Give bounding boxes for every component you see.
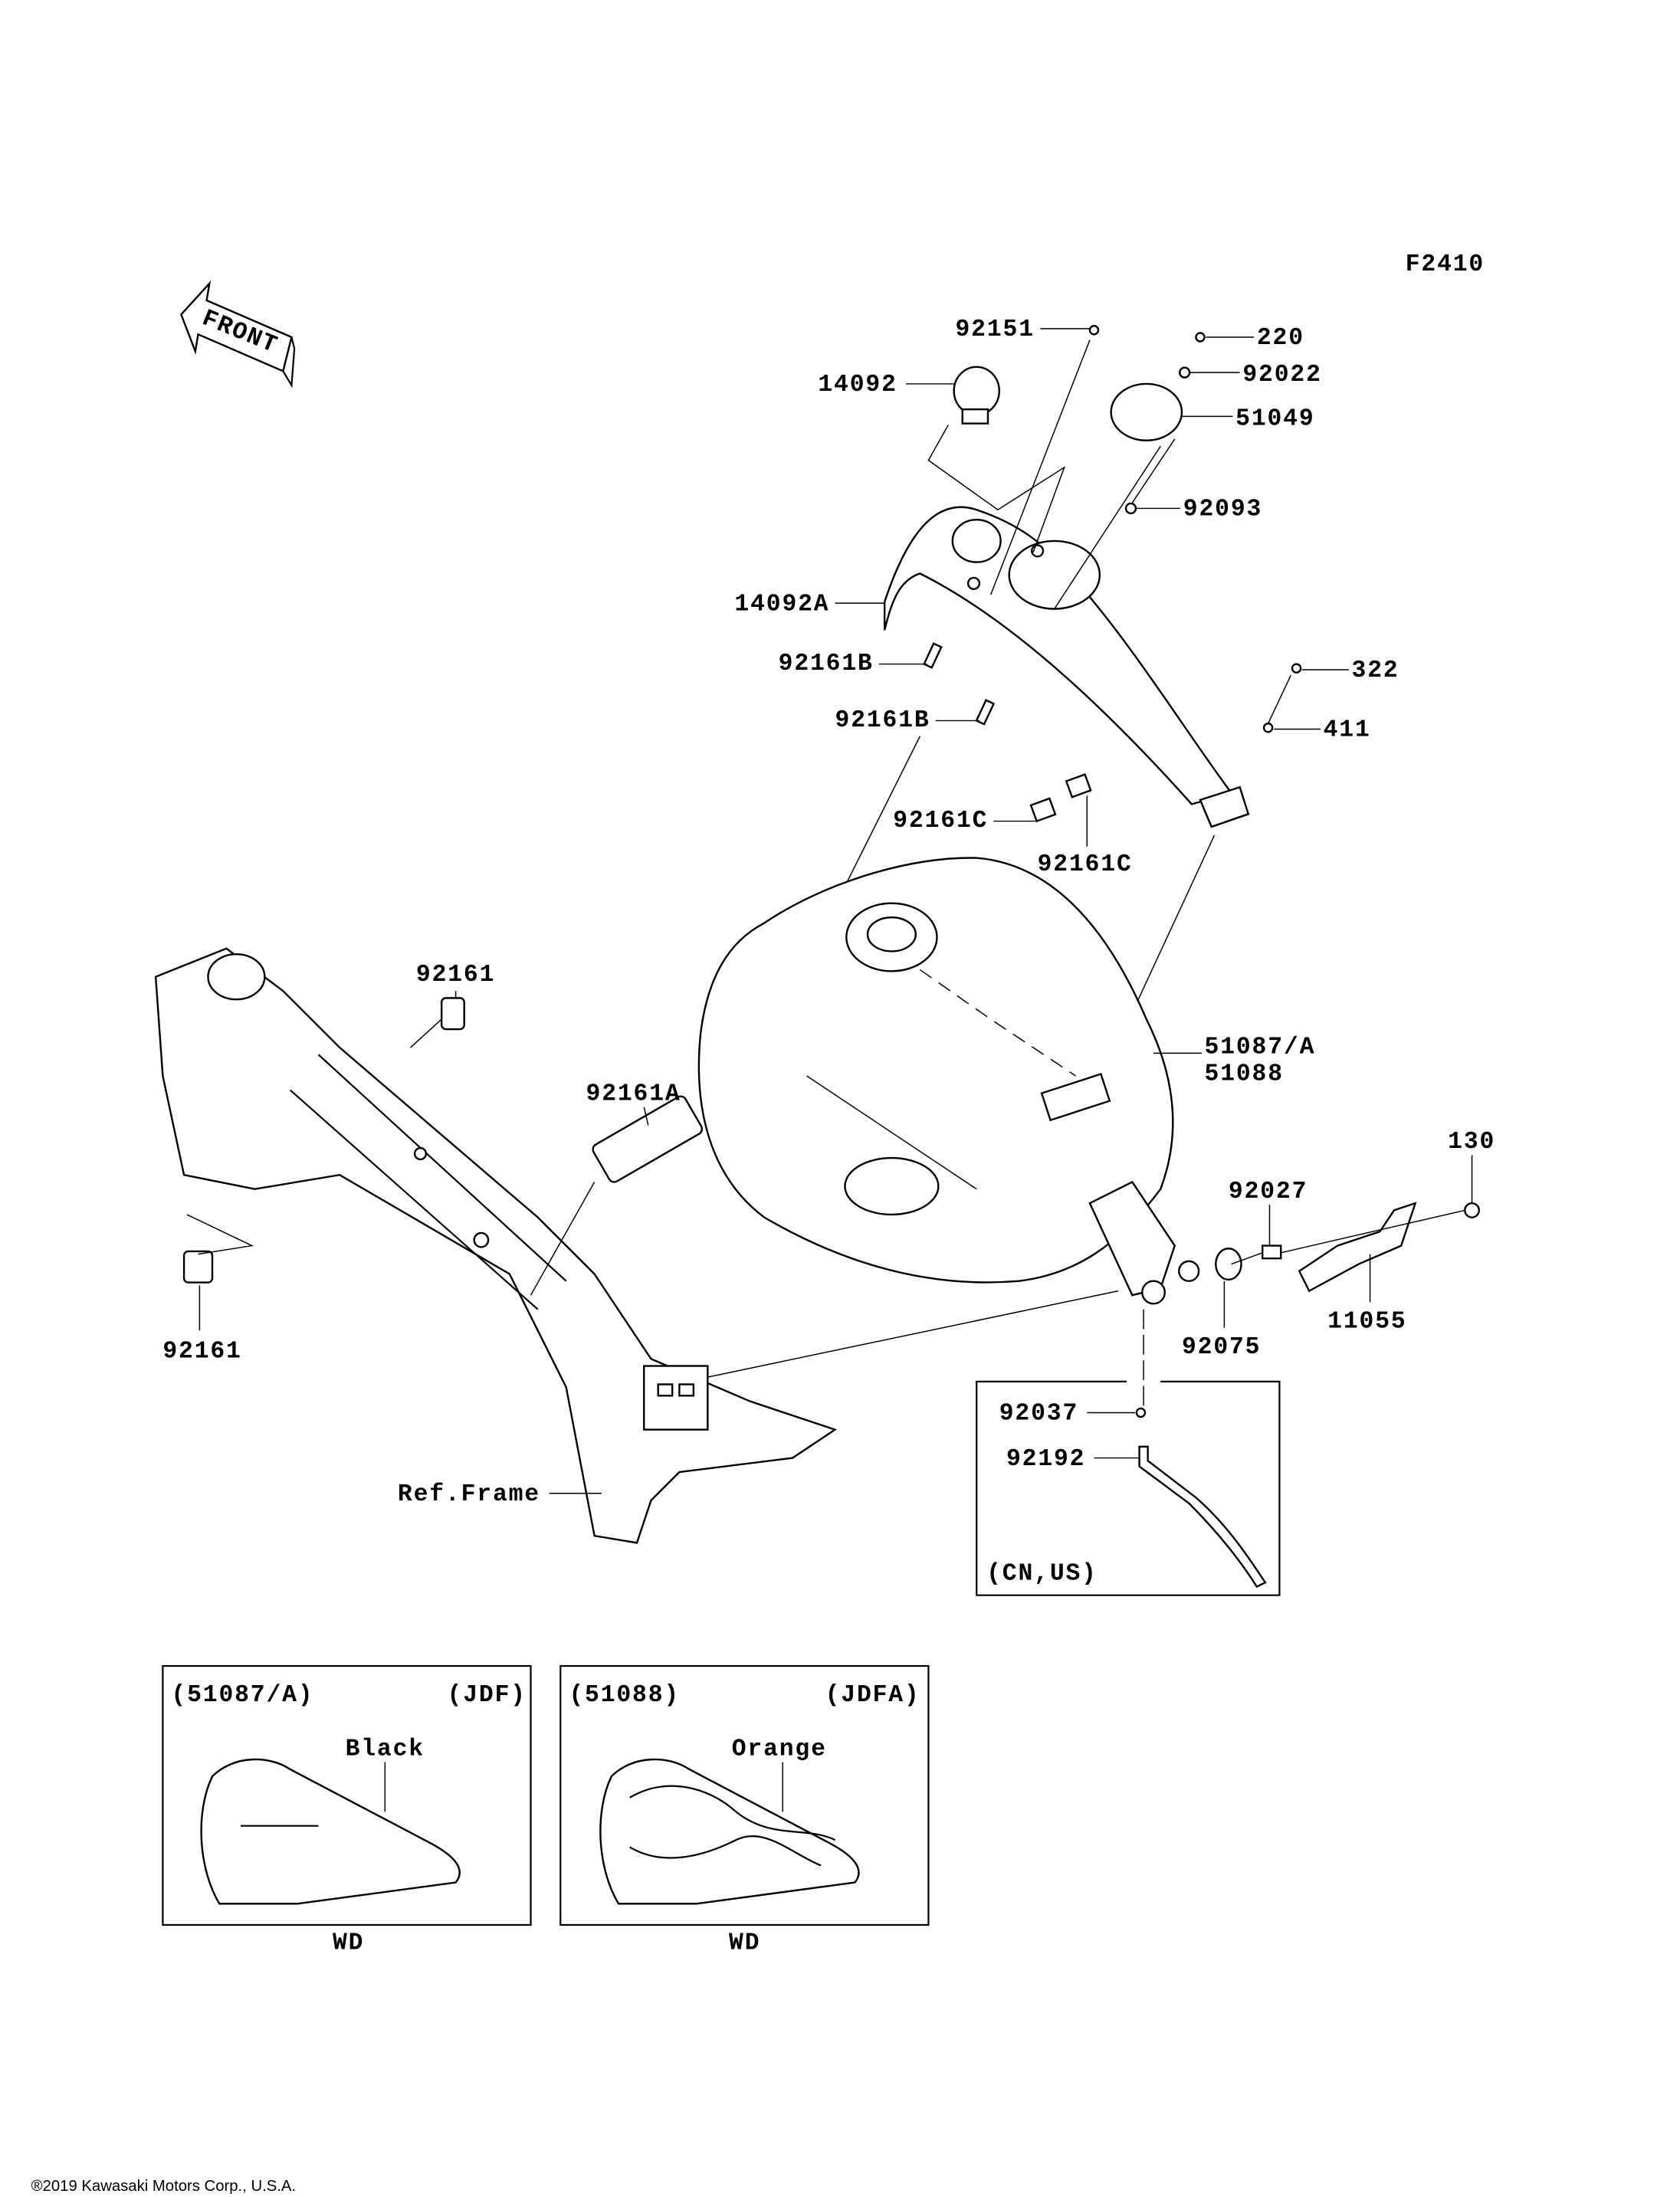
- callout-92151: 92151: [956, 316, 1035, 343]
- cap-51049: [1110, 382, 1183, 441]
- callout-92161B: 92161B: [779, 651, 874, 677]
- damper-92161: [182, 1250, 214, 1284]
- bolt-130: [1464, 1202, 1480, 1218]
- grommet-92075: [1215, 1248, 1242, 1281]
- callout-92161C: 92161C: [1038, 851, 1133, 878]
- callout-51088: 51088: [1205, 1061, 1284, 1087]
- variant-color: Black: [346, 1736, 425, 1763]
- variant-footer: WD: [333, 1930, 364, 1956]
- variant-footer: WD: [729, 1930, 760, 1956]
- damper-92161A: [592, 1095, 704, 1183]
- callout-130: 130: [1448, 1129, 1495, 1156]
- pad-92161B: [975, 699, 996, 726]
- screw-92151: [1088, 325, 1100, 336]
- washer-92093: [1124, 502, 1137, 515]
- bracket-11055: [1298, 1202, 1417, 1293]
- variant-part: (51088): [569, 1682, 680, 1709]
- callout-ref-frame: Ref.Frame: [398, 1481, 540, 1508]
- frame-reference: [154, 947, 838, 1544]
- screw-220: [1195, 332, 1206, 343]
- copyright: ®2019 Kawasaki Motors Corp., U.S.A.: [31, 2178, 296, 2195]
- callouts: 92151 220 92022 14092 51049 92093 14092A…: [162, 316, 1495, 1508]
- callout-11055: 11055: [1327, 1309, 1406, 1336]
- callout-92027: 92027: [1229, 1179, 1308, 1205]
- callout-92161-top: 92161: [416, 962, 495, 989]
- damper-92161: [440, 997, 465, 1031]
- callout-411: 411: [1324, 717, 1371, 744]
- figure-code: F2410: [1406, 251, 1485, 278]
- variant-part: (51087/A): [171, 1682, 313, 1709]
- pad-92161C: [1065, 773, 1092, 798]
- hose-92192: [1138, 1445, 1267, 1589]
- collar-92027: [1262, 1244, 1282, 1260]
- callout-14092A: 14092A: [734, 591, 829, 618]
- tank-cover-14092A: [883, 506, 1250, 828]
- callout-92161B: 92161B: [835, 707, 930, 734]
- pad-92161C: [1029, 797, 1057, 823]
- inset-cn-us: 92037 92192 (CN,US): [976, 1380, 1281, 1596]
- variant-black: (51087/A) (JDF) Black WD: [162, 1664, 532, 1956]
- variant-code: (JDFA): [825, 1682, 920, 1709]
- variant-orange: (51088) (JDFA) Orange WD: [559, 1664, 930, 1956]
- variant-code: (JDF): [448, 1682, 527, 1709]
- callout-92192: 92192: [1006, 1446, 1085, 1473]
- region-label: (CN,US): [986, 1560, 1098, 1587]
- callout-92022: 92022: [1242, 362, 1321, 389]
- cap-14092: [953, 366, 1000, 425]
- callout-92161A: 92161A: [586, 1080, 681, 1107]
- callout-51087A: 51087/A: [1205, 1034, 1316, 1061]
- callout-220: 220: [1257, 325, 1304, 352]
- callout-92161C: 92161C: [893, 808, 988, 835]
- callout-322: 322: [1352, 657, 1399, 684]
- callout-14092: 14092: [818, 372, 897, 398]
- callout-92161-bottom: 92161: [162, 1338, 241, 1365]
- callout-92037: 92037: [999, 1401, 1078, 1428]
- front-direction-arrow-icon: FRONT: [179, 280, 296, 389]
- callout-92075: 92075: [1182, 1334, 1261, 1361]
- variant-color: Orange: [732, 1736, 827, 1763]
- callout-92093: 92093: [1183, 497, 1262, 523]
- callout-51049: 51049: [1235, 405, 1314, 432]
- pad-92161B: [923, 642, 943, 669]
- bolt-322: [1291, 663, 1302, 674]
- nut-92022: [1179, 366, 1191, 379]
- fuel-tank-51087: [697, 857, 1200, 1305]
- clamp-92037: [1135, 1407, 1147, 1418]
- washer-411: [1262, 722, 1274, 733]
